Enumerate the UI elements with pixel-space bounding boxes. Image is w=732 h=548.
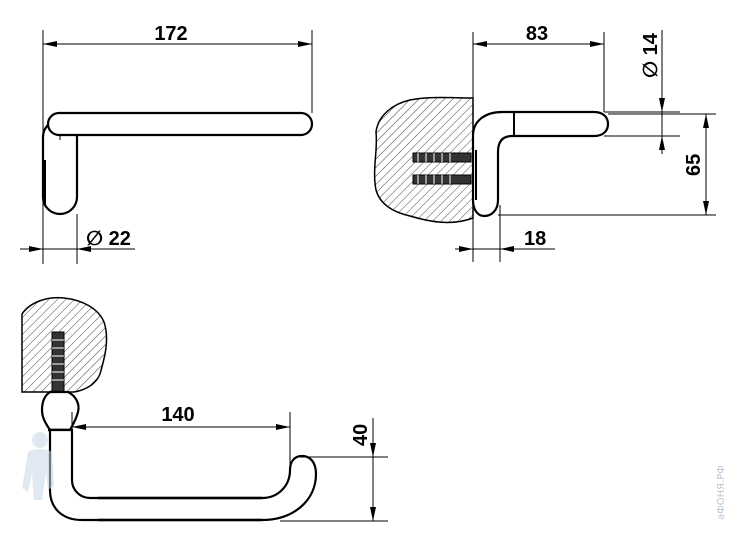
front-view-hook bbox=[48, 428, 318, 522]
watermark-mascot bbox=[22, 432, 54, 500]
top-view-bar bbox=[46, 111, 314, 137]
front-view-screw bbox=[51, 331, 65, 393]
dim-length-bottom: 140 bbox=[161, 404, 194, 426]
dim-diameter-side: ∅ 14 bbox=[640, 32, 662, 78]
dim-length-top: 172 bbox=[154, 23, 187, 45]
side-view: 83 ∅ 14 65 18 bbox=[373, 23, 716, 262]
dim-height-side: 65 bbox=[683, 154, 705, 176]
dim-diameter-top: ∅ 22 bbox=[86, 228, 131, 250]
front-view: 140 40 bbox=[21, 296, 388, 522]
dim-offset-side: 18 bbox=[524, 228, 546, 250]
top-view: 172 ∅ 22 bbox=[20, 23, 314, 264]
side-view-anchors bbox=[412, 152, 472, 185]
side-view-bracket bbox=[471, 110, 610, 218]
dim-height-bottom: 40 bbox=[350, 424, 372, 446]
dim-depth-side: 83 bbox=[526, 23, 548, 45]
front-view-base bbox=[40, 390, 80, 432]
watermark-text: аФОНЯ.РФ bbox=[716, 465, 727, 520]
